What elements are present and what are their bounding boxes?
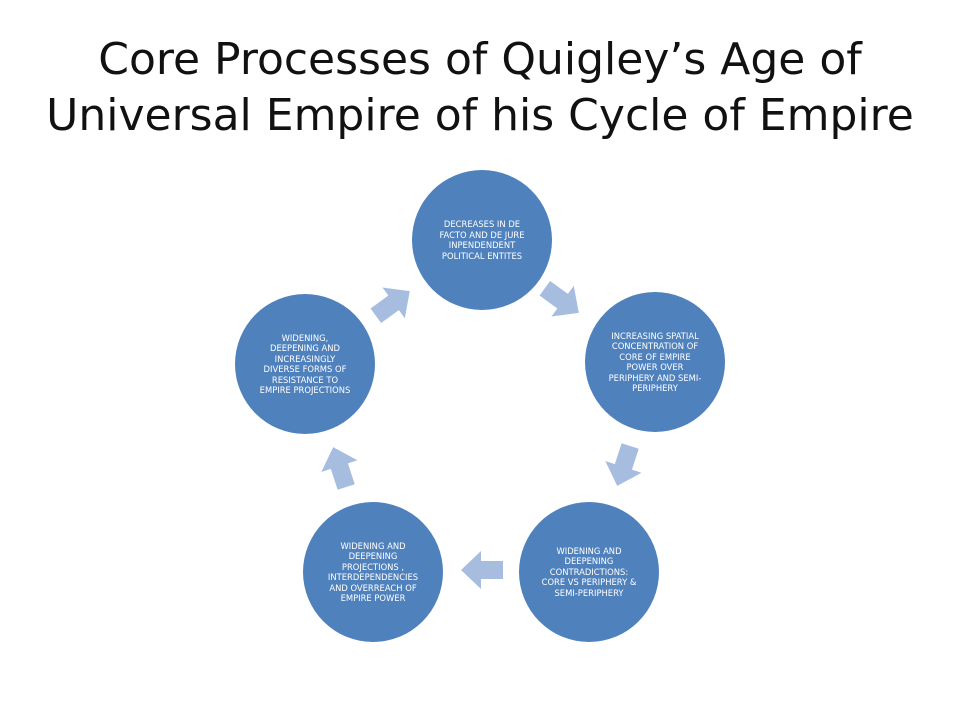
- cycle-node-label: WIDENING, DEEPENING AND INCREASINGLY DIV…: [259, 332, 351, 396]
- cycle-node-label: INCREASING SPATIAL CONCENTRATION OF CORE…: [608, 330, 702, 394]
- cycle-node-projections: WIDENING AND DEEPENING PROJECTIONS , INT…: [303, 502, 443, 642]
- arrow-n4-to-n5: [321, 447, 358, 490]
- slide-title-line-1: Core Processes of Quigley’s Age of: [98, 34, 862, 85]
- arrow-n2-to-n3: [605, 443, 642, 486]
- cycle-node-political-entities: DECREASES IN DE FACTO AND DE JURE INPEND…: [412, 170, 552, 310]
- cycle-node-contradictions: WIDENING AND DEEPENING CONTRADICTIONS: C…: [519, 502, 659, 642]
- slide-title-line-2: Universal Empire of his Cycle of Empire: [46, 90, 914, 141]
- slide-title: Core Processes of Quigley’s Age of Unive…: [20, 32, 940, 144]
- cycle-node-label: WIDENING AND DEEPENING PROJECTIONS , INT…: [327, 540, 419, 604]
- cycle-node-resistance: WIDENING, DEEPENING AND INCREASINGLY DIV…: [235, 294, 375, 434]
- arrow-n1-to-n2: [539, 280, 579, 317]
- cycle-node-label: WIDENING AND DEEPENING CONTRADICTIONS: C…: [541, 545, 637, 598]
- arrow-n3-to-n4: [461, 551, 503, 589]
- arrow-n5-to-n1: [370, 287, 410, 324]
- cycle-node-spatial-concentration: INCREASING SPATIAL CONCENTRATION OF CORE…: [585, 292, 725, 432]
- cycle-node-label: DECREASES IN DE FACTO AND DE JURE INPEND…: [439, 219, 525, 261]
